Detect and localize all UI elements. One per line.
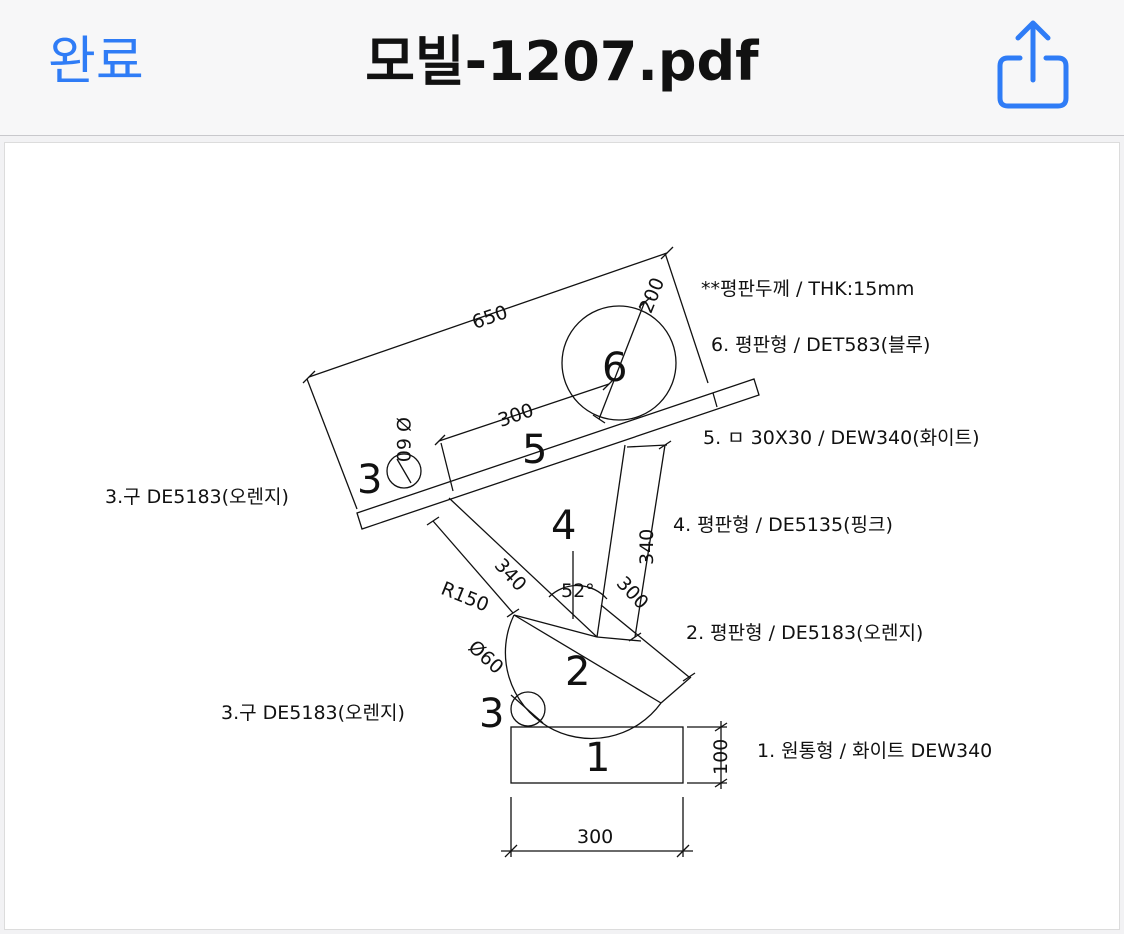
label-part2: 2. 평판형 / DE5183(오렌지) — [686, 622, 923, 644]
label-part1: 1. 원통형 / 화이트 DEW340 — [757, 740, 992, 762]
angle-52: 52° — [561, 580, 595, 602]
share-icon — [997, 20, 1069, 109]
dimension-340-left: 340 — [490, 554, 531, 596]
dimension-340-right: 340 — [636, 529, 658, 565]
dimension-300-bottom: 300 — [577, 826, 613, 848]
label-part6: 6. 평판형 / DET583(블루) — [711, 334, 930, 356]
share-button[interactable] — [990, 14, 1076, 114]
dimension-650: 650 — [469, 301, 510, 334]
label-part4: 4. 평판형 / DE5135(핑크) — [673, 514, 893, 536]
dimension-60-top: Ø 60 — [392, 417, 414, 462]
part-number-6: 6 — [602, 345, 627, 391]
part-number-5: 5 — [522, 427, 547, 473]
dimension-100: 100 — [710, 739, 732, 775]
part4-string-right — [596, 444, 626, 638]
part-number-1: 1 — [585, 735, 610, 781]
navigation-bar: 모빌-1207.pdf 완료 — [0, 0, 1124, 136]
part5-bar — [356, 378, 760, 530]
pdf-page: 6 5 4 3 2 3 1 650 200 300 Ø 60 340 340 3… — [4, 142, 1120, 930]
thickness-note: **평판두께 / THK:15mm — [701, 278, 914, 300]
document-title: 모빌-1207.pdf — [365, 30, 759, 93]
radius-150: R150 — [438, 578, 492, 617]
part6-circle — [561, 305, 677, 421]
label-part3-top: 3.구 DE5183(오렌지) — [105, 486, 289, 508]
dimension-200: 200 — [635, 275, 669, 317]
dimension-300-mid: 300 — [612, 572, 653, 614]
part3-bottom-sphere — [510, 691, 546, 727]
part-number-3-top: 3 — [357, 457, 382, 503]
part-number-4: 4 — [551, 503, 576, 549]
part1-cylinder — [510, 726, 684, 784]
part4-string-left — [448, 497, 598, 638]
part-number-2: 2 — [565, 649, 590, 695]
done-button[interactable]: 완료 — [48, 32, 144, 92]
part3-top-sphere — [386, 453, 422, 489]
part-number-3-bottom: 3 — [479, 691, 504, 737]
dimension-60-bottom: Ø60 — [464, 636, 508, 679]
part2-half-disc — [504, 614, 662, 740]
label-part3-bottom: 3.구 DE5183(오렌지) — [221, 702, 405, 724]
technical-drawing: 6 5 4 3 2 3 1 650 200 300 Ø 60 340 340 3… — [105, 246, 992, 858]
label-part5: 5. ㅁ 30X30 / DEW340(화이트) — [703, 427, 980, 449]
